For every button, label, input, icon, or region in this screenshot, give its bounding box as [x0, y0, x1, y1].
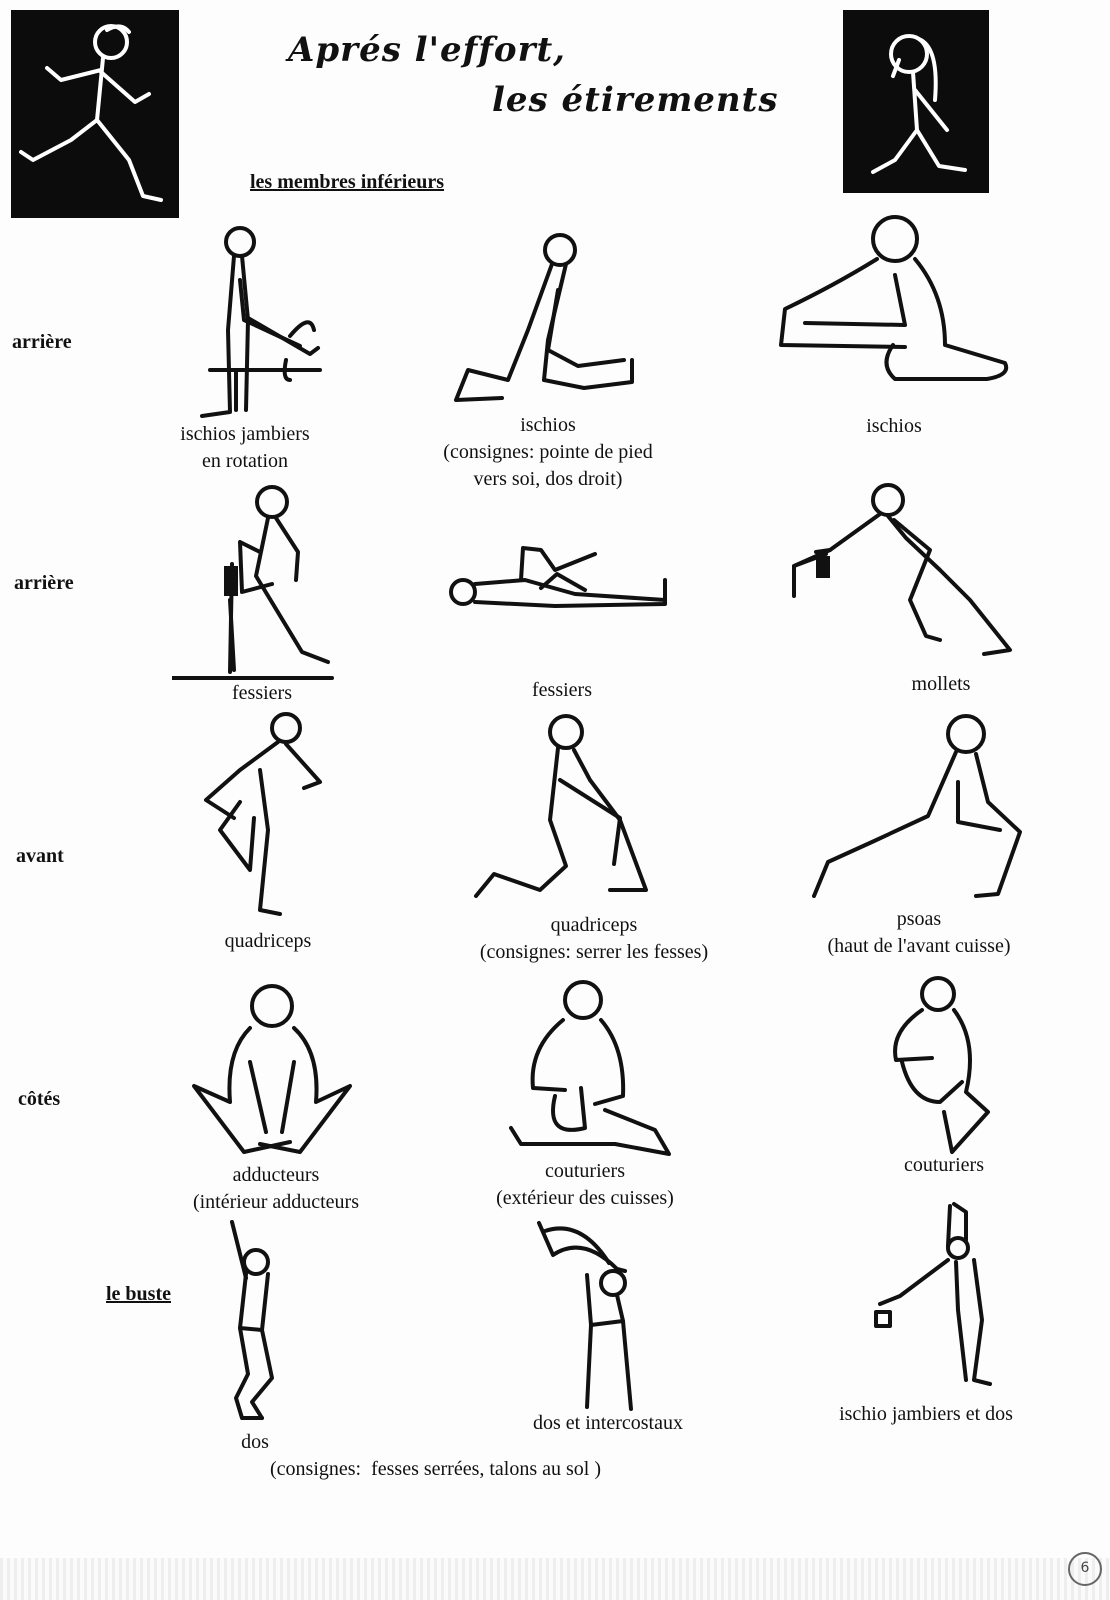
stretch-figure-quadriceps-standing [200, 710, 322, 920]
bottom-instructions: (consignes: fesses serrées, talons au so… [270, 1458, 602, 1480]
caption-r3c3: psoas(haut de l'avant cuisse) [827, 908, 1011, 957]
stretch-figure-sartorius-standing [882, 972, 992, 1157]
stretch-figure-hamstring-kneeling [448, 230, 638, 410]
row-label-front: avant [16, 845, 64, 867]
scan-footer-strip [0, 1558, 1110, 1600]
caption-r2c3: mollets [911, 673, 971, 695]
caption-r4c2: couturiers(extérieur des cuisses) [496, 1160, 674, 1209]
stretch-figure-glutes-lying [445, 540, 670, 615]
caption-r5c1: dos [241, 1431, 269, 1453]
stretch-figure-hamstring-back [870, 1200, 995, 1395]
caption-r4c3: couturiers [904, 1154, 984, 1176]
stretch-figure-quadriceps-kneeling [470, 710, 665, 900]
caption-r3c1: quadriceps [224, 930, 312, 952]
page-number: 6 [1068, 1552, 1102, 1586]
section-heading-lower-limbs: les membres inférieurs [250, 171, 445, 193]
caption-r3c2: quadriceps(consignes: serrer les fesses) [479, 914, 709, 963]
row-label-back-2: arrière [14, 572, 74, 594]
caption-r2c1: fessiers [232, 682, 292, 704]
stretch-figure-psoas [808, 712, 1026, 912]
title-line-1: Aprés l'effort, [288, 30, 567, 70]
title-line-2: les étirements [492, 80, 779, 120]
stretch-figure-hamstring-seated [775, 215, 1010, 395]
row-label-sides: côtés [18, 1088, 61, 1110]
stretch-figure-calves [790, 480, 1015, 660]
exhausted-runner-cartoon-icon [843, 10, 989, 193]
stretch-figure-back-intercostals [533, 1215, 645, 1415]
caption-r5c2: dos et intercostaux [533, 1412, 683, 1434]
stretch-figure-back [222, 1218, 288, 1428]
stretch-figure-hamstring-rotation [190, 220, 330, 420]
running-cartoon-icon [11, 10, 179, 218]
section-heading-torso: le buste [106, 1283, 171, 1305]
caption-r5c3: ischio jambiers et dos [839, 1403, 1013, 1425]
stretch-figure-adductors [190, 982, 355, 1162]
stretch-figure-sartorius-seated [505, 978, 675, 1163]
caption-r4c1: adducteurs(intérieur adducteurs [192, 1164, 360, 1213]
row-label-back-1: arrière [12, 331, 72, 353]
caption-r1c3: ischios [866, 415, 922, 437]
stretch-figure-glutes-standing [172, 482, 337, 682]
caption-r2c2: fessiers [532, 679, 592, 701]
